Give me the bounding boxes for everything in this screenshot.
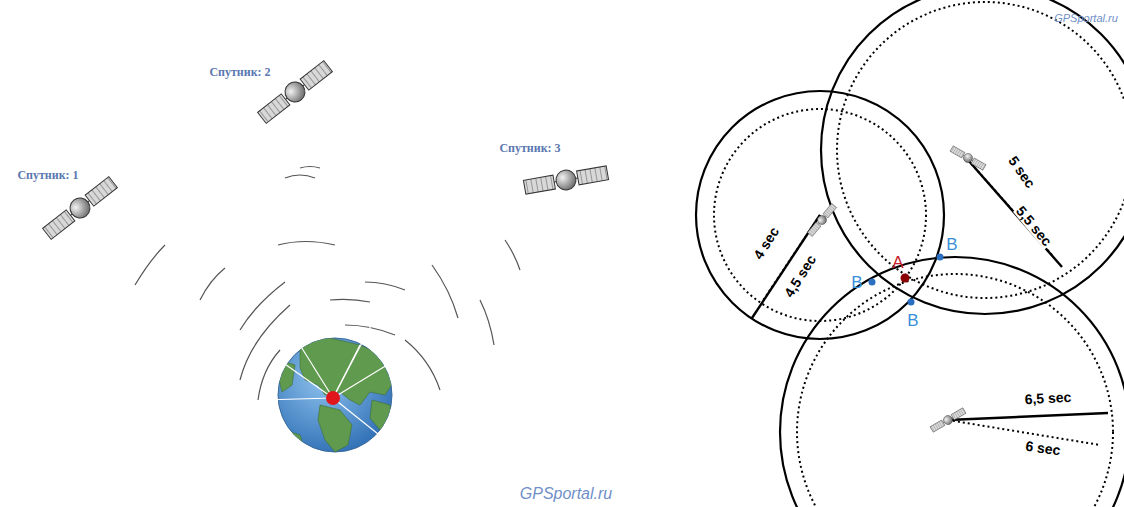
range-circle-dotted (714, 109, 926, 321)
radius-line (948, 413, 1108, 420)
radio-wave (240, 305, 290, 380)
land (370, 400, 392, 430)
radius-line (968, 160, 1062, 267)
radio-wave (405, 340, 440, 390)
radio-wave (365, 282, 405, 290)
signal-ray (282, 362, 333, 398)
radius-line (948, 420, 1100, 445)
radio-wave (505, 240, 520, 270)
range-circles (696, 0, 1124, 507)
radio-wave (278, 242, 335, 246)
time-label: 5,5 sec (1013, 203, 1055, 249)
satellite-label: Спутник: 1 (17, 169, 78, 181)
satellite-label: Спутник: 3 (499, 142, 560, 154)
satellite (929, 407, 966, 434)
radio-wave (240, 282, 285, 330)
receiver-dot (326, 391, 340, 405)
signal-ray (333, 398, 388, 442)
radio-wave (200, 268, 225, 300)
position-point (869, 279, 876, 286)
watermark: GPSportal.ru (520, 486, 612, 502)
radio-wave (300, 167, 320, 169)
signal-ray (333, 318, 375, 398)
position-point (901, 274, 910, 283)
land (318, 405, 352, 452)
radio-wave (258, 350, 280, 400)
time-label: 5 sec (1006, 153, 1039, 191)
position-point (908, 299, 915, 306)
point-label: A (892, 254, 903, 271)
satellite-label: Спутник: 2 (209, 66, 270, 78)
time-label: 6,5 sec (1023, 390, 1072, 407)
satellite (523, 163, 609, 197)
radius-line (752, 215, 820, 318)
land (285, 430, 305, 452)
point-label: B (907, 312, 918, 329)
range-circle (696, 91, 944, 339)
watermark: GPSportal.ru (1054, 13, 1118, 24)
range-circle (821, 0, 1124, 314)
radio-wave (330, 299, 370, 302)
time-label: 4 sec (750, 224, 782, 263)
radio-wave (285, 175, 315, 178)
radio-wave (135, 245, 165, 285)
time-label: 4,5 sec (781, 252, 819, 301)
radio-wave (480, 300, 494, 345)
signal-ray (300, 345, 333, 398)
satellite (41, 174, 120, 241)
point-label: B (946, 236, 957, 253)
satellite (806, 203, 837, 238)
time-label: 6 sec (1024, 438, 1063, 457)
range-circle (780, 257, 1124, 507)
signal-ray (333, 345, 360, 398)
position-point (937, 254, 944, 261)
globe (262, 318, 395, 452)
range-circle-dotted (837, 2, 1124, 298)
radio-wave (432, 265, 458, 318)
point-label: B (851, 274, 862, 291)
satellite (949, 145, 986, 172)
range-circle-dotted (797, 274, 1113, 507)
signal-ray (262, 398, 333, 400)
